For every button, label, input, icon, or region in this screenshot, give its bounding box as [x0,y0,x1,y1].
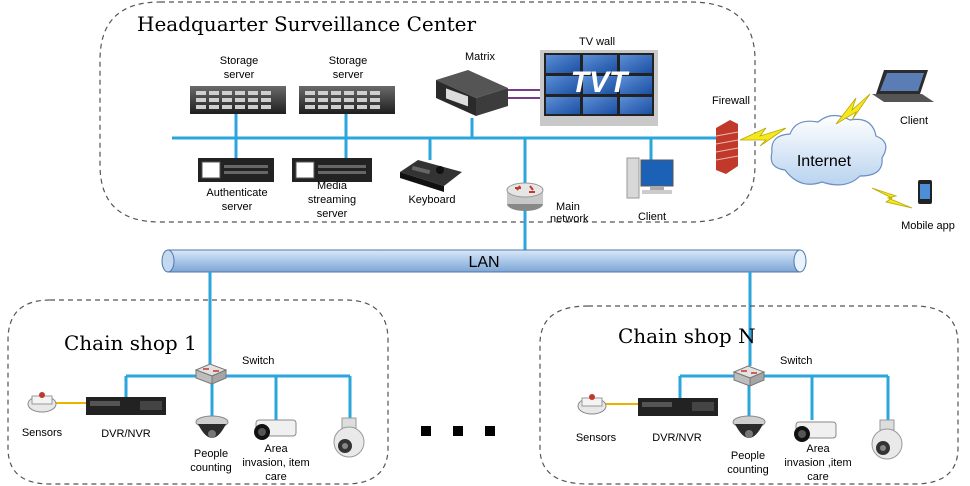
shop-1-sensor-icon [27,392,57,413]
shop-1-ptz-camera-icon [333,417,365,458]
tv-brand-logo: TVT [571,66,630,99]
media-server-label-line2: streaming [308,194,356,206]
media-server-label-line3: server [317,208,348,220]
shop-n-bullet-camera-icon [794,421,837,442]
lan-label: LAN [468,254,499,271]
tv-wall-label: TV wall [579,36,615,48]
authenticate-server-label-line1: Authenticate [206,187,267,199]
main-network-label-line1: Main [556,201,580,213]
shop-1-area-invasion-line3: care [265,471,286,483]
authenticate-server-label-line2: server [222,201,253,213]
main-network-label-line2: network [550,213,589,225]
hq-client-computer-icon [626,157,674,199]
authenticate-server-icon [198,158,274,182]
lan-pipe [161,249,807,273]
lightning-mobile-icon [871,187,913,209]
lightning-firewall-icon [739,127,787,147]
firewall-icon [715,120,739,174]
main-network-router-icon [506,182,544,211]
shop-1-area-invasion-line1: Area [264,443,288,455]
shop-n-title: Chain shop N [618,324,756,348]
shop-1-dvr-icon [86,397,166,415]
storage-server-1-icon [190,86,286,114]
laptop-icon [872,70,934,102]
shop-n-area-invasion-line1: Area [806,443,830,455]
ellipsis-dots [421,426,495,436]
firewall-label: Firewall [712,95,750,107]
shop-1-sensors-label: Sensors [22,427,63,439]
tv-wall-icon [540,50,658,126]
mobile-app-label: Mobile app [901,220,955,232]
storage-server-2-label-line1: Storage [329,55,368,67]
shop-n-ptz-camera-icon [871,419,903,460]
shop-1-dome-camera-icon [195,415,229,438]
storage-server-2-icon [299,86,395,114]
media-server-label-line1: Media [317,180,348,192]
internet-label: Internet [797,153,852,170]
shop-n-dvr-label: DVR/NVR [652,432,702,444]
shop-n-sensor-icon [577,394,607,415]
hq-title: Headquarter Surveillance Center [137,12,477,36]
internet-cloud-icon [770,114,887,186]
shop-n-sensors-label: Sensors [576,432,617,444]
shop-n-area-invasion-line2: invasion ,item [784,457,851,469]
hq-client-label: Client [638,211,666,223]
shop-1-area-invasion-line2: invasion, item [242,457,309,469]
shop-1-people-counting-line1: People [194,448,228,460]
shop-1-people-counting-line2: counting [190,462,232,474]
media-streaming-server-icon [292,158,372,182]
shop-1-dvr-label: DVR/NVR [101,428,151,440]
storage-server-1-label-line2: server [224,69,255,81]
storage-server-1-label-line1: Storage [220,55,259,67]
shop-n-dvr-icon [638,398,718,416]
shop-1-region [7,299,389,485]
lightning-client-icon [835,93,871,125]
shop-1-bullet-camera-icon [254,419,297,440]
shop-n-area-invasion-line3: care [807,471,828,483]
shop-n-people-counting-line1: People [731,450,765,462]
matrix-icon [436,70,508,116]
shop-n-switch-icon [732,365,766,387]
hq-region: Headquarter Surveillance Center [99,1,756,223]
keyboard-label: Keyboard [408,194,455,206]
internet-client-label: Client [900,115,928,127]
shop-n-switch-label: Switch [780,355,812,367]
shop-n-dome-camera-icon [732,415,766,438]
keyboard-icon [400,160,462,192]
shop-1-switch-label: Switch [242,355,274,367]
shop-n-region [539,305,959,485]
shop-1-title: Chain shop 1 [64,331,197,355]
storage-server-2-label-line2: server [333,69,364,81]
mobile-phone-icon [918,180,932,204]
shop-1-switch-icon [194,363,228,385]
shop-n-people-counting-line2: counting [727,464,769,476]
matrix-label: Matrix [465,51,495,63]
